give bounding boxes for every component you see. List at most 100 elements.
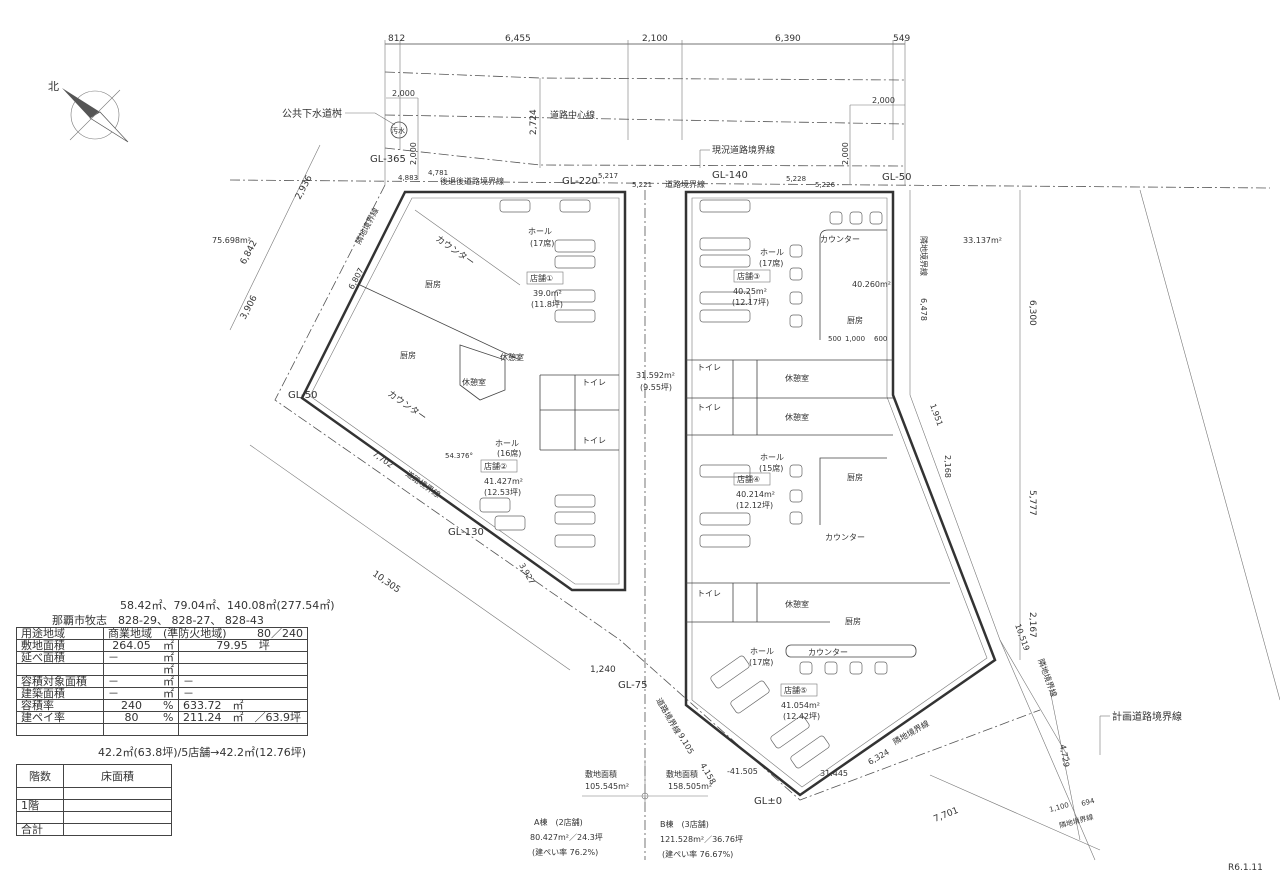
room-label: ホール	[750, 647, 774, 656]
top-dimension-line: 812 6,455 2,100 6,390 549	[384, 34, 910, 185]
sewer-manhole-icon	[390, 121, 408, 139]
dim-label: 5,777	[1027, 490, 1037, 516]
shop-badge: 店舗③	[737, 271, 760, 281]
building-b-label: B棟 (3店舗)	[660, 819, 709, 829]
row-value	[103, 723, 179, 736]
room-label: 休憩室	[462, 377, 486, 387]
column-header: 階数	[16, 764, 64, 788]
north-label: 北	[48, 80, 59, 93]
dim-label: 4,729	[1058, 744, 1071, 768]
dim-label: 2,000	[392, 89, 415, 98]
gl-label: GL±0	[754, 796, 782, 807]
room-label: トイレ	[582, 378, 606, 387]
dim-label: 4,883	[398, 174, 418, 182]
row-value: －	[178, 675, 308, 688]
dim-label: 6,300	[1027, 300, 1037, 326]
row-value	[103, 663, 159, 676]
row-value: 80	[103, 711, 159, 724]
neighbor-boundary-label: 隣地境界線	[1058, 812, 1094, 830]
row-label: 敷地面積	[16, 639, 104, 652]
row-label: 用途地域	[16, 627, 104, 640]
dim-label: 1,951	[928, 403, 944, 428]
dim-label: 4,781	[428, 169, 448, 177]
room-label: 厨房	[847, 315, 863, 325]
row-label	[16, 723, 104, 736]
site-area-label: 敷地面積	[585, 769, 617, 779]
room-label: ホール	[760, 248, 784, 257]
dim-label: 1,100	[1048, 801, 1069, 814]
area-label: (11.8坪)	[531, 300, 563, 309]
building-a-ratio: (建ぺい率 76.2%)	[532, 847, 598, 857]
drawing-date: R6.1.11	[1228, 863, 1263, 872]
address-lots: 828-29、 828-27、 828-43	[118, 614, 264, 627]
room-label: 厨房	[845, 616, 861, 626]
road-lines: 2,000 2,000 2,724 2,000 2,000 道路中心線 現況道路…	[229, 71, 1271, 189]
dim-label: 5,228	[786, 175, 806, 183]
current-road-boundary-label: 現況道路境界線	[712, 144, 775, 156]
road-boundary-label: 道路境界線	[665, 179, 705, 189]
area-label: 41.427m²	[484, 477, 523, 486]
areas-line: 58.42㎡、79.04㎡、140.08㎡(277.54㎡)	[120, 599, 335, 612]
room-label: トイレ	[697, 363, 721, 372]
floor-label: 1階	[16, 799, 64, 812]
room-label: 休憩室	[500, 352, 524, 362]
dim-label: 2,000	[872, 96, 895, 105]
dim-label: 6,324	[867, 747, 891, 766]
ratio-value: 80／240	[257, 627, 303, 640]
dim-label: 6,455	[505, 34, 531, 44]
area-label: (12.17坪)	[732, 298, 769, 307]
dim-label: 3,906	[239, 294, 260, 322]
counter-label: カウンター	[825, 533, 865, 542]
room-label: トイレ	[697, 403, 721, 412]
dim-label: 2,100	[642, 34, 668, 44]
row-value: 211.24 ㎡ ／63.9坪	[178, 711, 308, 724]
angle-label: 54.376°	[445, 452, 473, 460]
area-label: (12.12坪)	[736, 501, 773, 510]
dim-label: 7,701	[932, 806, 960, 825]
gl-label: GL-75	[618, 680, 647, 691]
seating	[699, 199, 888, 769]
neighbor-boundary-label: 隣地境界線	[891, 718, 931, 747]
row-value: 79.95 坪	[178, 639, 308, 652]
neighbor-boundary-label: 隣地境界線	[919, 236, 929, 276]
dim-label: -41.505	[727, 767, 758, 776]
building-b-ratio: (建ぺい率 76.67%)	[662, 849, 733, 859]
area-label: 40.25m²	[733, 287, 767, 296]
room-label: 休憩室	[785, 412, 809, 422]
row-unit: ㎡	[159, 639, 179, 652]
dim-label: 2,168	[943, 455, 952, 478]
dim-label: 6,478	[919, 298, 928, 321]
dim-label: 549	[893, 34, 910, 44]
dim-label: 6,390	[775, 34, 801, 44]
row-value: 633.72 ㎡	[178, 699, 308, 712]
table-row: 容積対象面積－㎡－	[16, 675, 308, 688]
zoning-value: 商業地域 (準防火地域)	[108, 627, 227, 640]
dim-label: 7,702	[371, 449, 395, 470]
area-label: 40.260m²	[852, 280, 891, 289]
seating	[479, 199, 596, 548]
area-label: 41.054m²	[781, 701, 820, 710]
row-value	[178, 651, 308, 664]
dim-label: 694	[1080, 797, 1096, 808]
per-shop-area-note: 42.2㎡(63.8坪)/5店舗→42.2㎡(12.76坪)	[98, 746, 307, 759]
dim-label: 10,305	[370, 569, 402, 595]
sewer-symbol: 汚水	[391, 126, 405, 135]
row-label: 建ペイ率	[16, 711, 104, 724]
dim-label: 500	[828, 335, 841, 343]
table-row: 階数床面積	[16, 764, 172, 788]
north-arrow-icon: 北	[48, 80, 129, 143]
building-a-label: A棟 (2店舗)	[534, 817, 583, 827]
floor-area	[63, 787, 172, 800]
area-label: 39.0m²	[533, 289, 562, 298]
row-unit: %	[159, 711, 179, 724]
room-label: ホール	[495, 439, 519, 448]
gl-label: GL-50	[882, 172, 911, 183]
row-value: 264.05	[103, 639, 159, 652]
counter-label: カウンター	[820, 235, 860, 244]
table-row: 用途地域商業地域 (準防火地域) 80／240	[16, 627, 308, 640]
table-row: 1階	[16, 799, 172, 812]
